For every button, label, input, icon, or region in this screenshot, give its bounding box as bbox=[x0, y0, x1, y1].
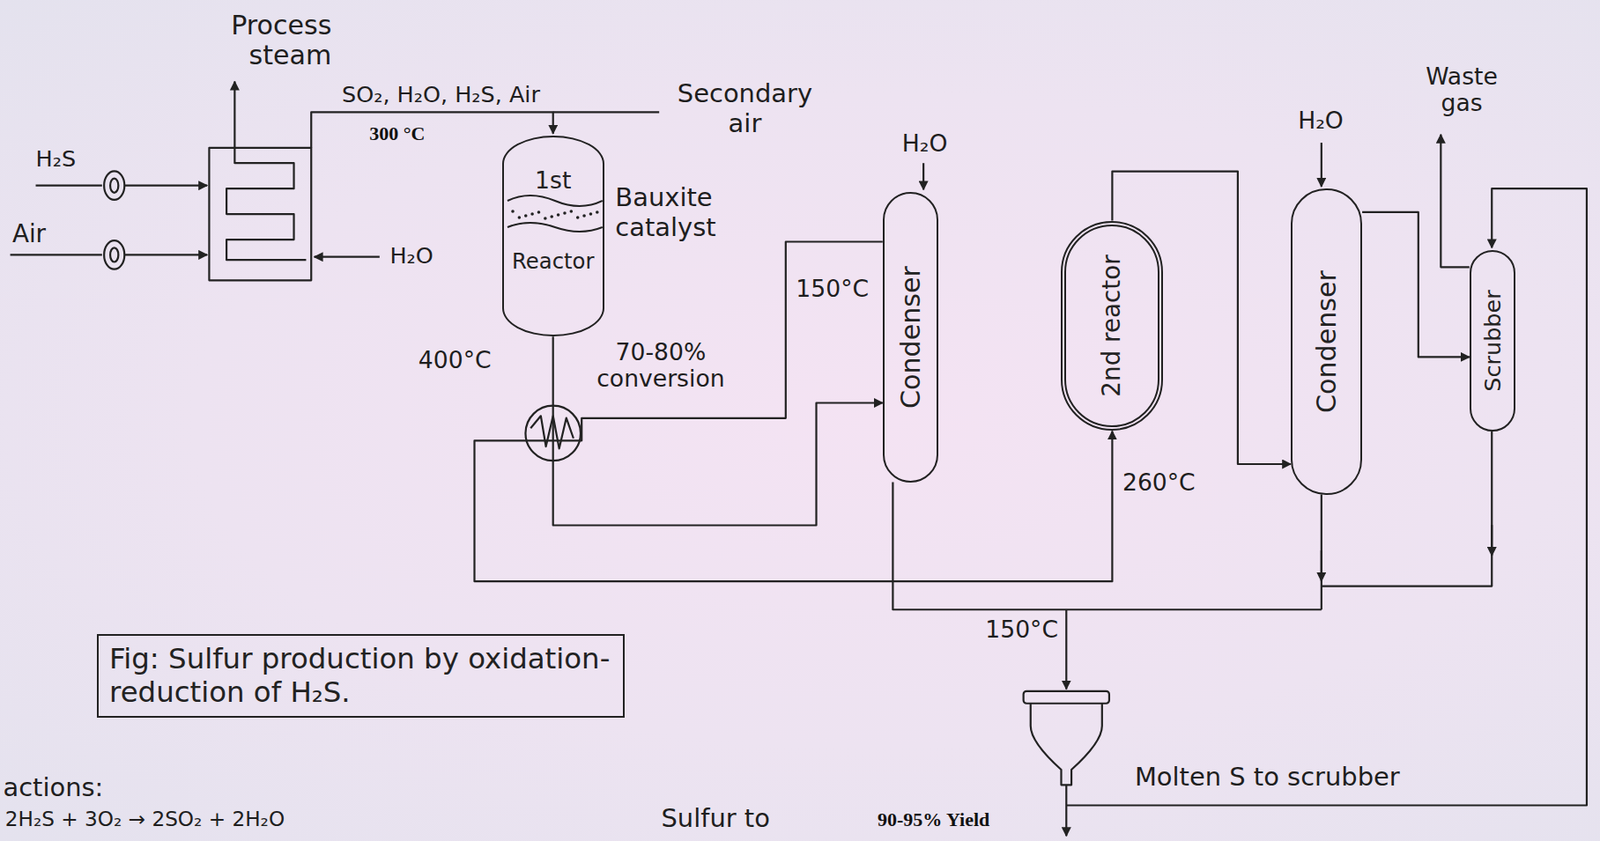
catalyst-bed bbox=[507, 195, 603, 207]
feed-line bbox=[10, 253, 103, 256]
vessel-label: Scrubber bbox=[1480, 289, 1505, 392]
stream-label: Process steam bbox=[193, 10, 332, 72]
sulfur-line bbox=[1490, 525, 1493, 556]
flow-connector bbox=[1111, 171, 1291, 465]
reactor-vessel: 1stReactor bbox=[502, 135, 605, 337]
waste-gas-line bbox=[1440, 134, 1469, 267]
catalyst-particle bbox=[582, 214, 586, 218]
sulfur-line bbox=[892, 482, 1321, 611]
steam-coil bbox=[226, 81, 306, 261]
water-line bbox=[922, 162, 925, 190]
valve-symbol bbox=[103, 170, 125, 200]
water-line bbox=[314, 256, 380, 259]
sulfur-line bbox=[1065, 609, 1067, 689]
catalyst-particle bbox=[536, 210, 541, 215]
flow-connector bbox=[1362, 212, 1470, 358]
sulfur-product-line bbox=[1065, 785, 1067, 837]
catalyst-particle bbox=[511, 209, 515, 214]
temperature-label: 150°C bbox=[795, 275, 869, 304]
reaction-equation: 2H₂S + 3O₂ → 2SO₂ + 2H₂O bbox=[5, 807, 285, 832]
stream-label: H₂O bbox=[902, 130, 949, 158]
sulfur-pit bbox=[1030, 703, 1103, 786]
gas-line bbox=[311, 111, 553, 149]
valve-symbol bbox=[110, 178, 119, 193]
valve-symbol bbox=[103, 240, 125, 269]
stream-label: H₂O bbox=[1297, 107, 1344, 135]
valve-symbol bbox=[110, 247, 119, 262]
catalyst-label: Bauxite catalyst bbox=[614, 183, 753, 243]
catalyst-particle bbox=[530, 212, 534, 216]
catalyst-particle bbox=[588, 212, 593, 216]
catalyst-particle bbox=[524, 214, 528, 218]
temperature-label: 150°C bbox=[974, 616, 1059, 645]
stream-label: Molten S to scrubber bbox=[1134, 762, 1400, 793]
vessel-label: Condenser bbox=[896, 266, 926, 409]
vessel-label: Reactor bbox=[511, 250, 594, 275]
sulfur-line bbox=[1320, 550, 1323, 582]
yield-label: 90-95% Yield bbox=[877, 808, 990, 831]
condenser-column: Condenser bbox=[1290, 188, 1363, 495]
conversion-label: 70-80% conversion bbox=[571, 339, 751, 393]
condenser-column: Condenser bbox=[882, 192, 940, 483]
temperature-label: 300 °C bbox=[369, 122, 425, 145]
stream-label: Waste gas bbox=[1413, 63, 1511, 118]
catalyst-particle bbox=[595, 210, 600, 215]
stream-label: Air bbox=[12, 220, 46, 249]
feed-line bbox=[36, 185, 103, 187]
scrubber-column: Scrubber bbox=[1469, 250, 1516, 432]
temperature-label: 260°C bbox=[1122, 469, 1196, 497]
molten-sulfur-line bbox=[1066, 188, 1587, 806]
vessel-label: 2nd reactor bbox=[1098, 254, 1126, 397]
catalyst-particle bbox=[576, 215, 580, 220]
catalyst-bed bbox=[507, 222, 603, 232]
water-line bbox=[1320, 142, 1323, 187]
figure-caption: Fig: Sulfur production by oxidation- red… bbox=[96, 634, 625, 719]
air-line bbox=[553, 111, 660, 113]
heat-exchanger-coil bbox=[530, 415, 574, 449]
sulfur-pit bbox=[1023, 691, 1110, 704]
vessel-label: Condenser bbox=[1311, 270, 1341, 414]
stream-label: H₂O bbox=[389, 243, 433, 269]
reactor-vessel: 2nd reactor bbox=[1060, 221, 1163, 432]
vessel-label: 1st bbox=[534, 167, 571, 193]
catalyst-particle bbox=[543, 216, 548, 221]
catalyst-particle bbox=[517, 215, 521, 220]
catalyst-particle bbox=[556, 213, 561, 217]
sulfur-line bbox=[1320, 494, 1323, 610]
product-label: Sulfur to bbox=[660, 804, 770, 834]
stream-label: Secondary air bbox=[668, 79, 823, 139]
feed-line bbox=[124, 185, 208, 187]
catalyst-particle bbox=[569, 209, 573, 214]
temperature-label: 400°C bbox=[418, 347, 492, 375]
flow-connector bbox=[553, 336, 883, 526]
stream-label: H₂S bbox=[36, 146, 77, 172]
feed-line bbox=[124, 253, 208, 256]
catalyst-particle bbox=[562, 211, 567, 215]
note-text: actions: bbox=[2, 773, 104, 803]
stream-label: SO₂, H₂O, H₂S, Air bbox=[341, 81, 541, 108]
flow-connector bbox=[474, 242, 1113, 583]
sulfur-line bbox=[1321, 431, 1492, 587]
catalyst-particle bbox=[549, 214, 554, 219]
